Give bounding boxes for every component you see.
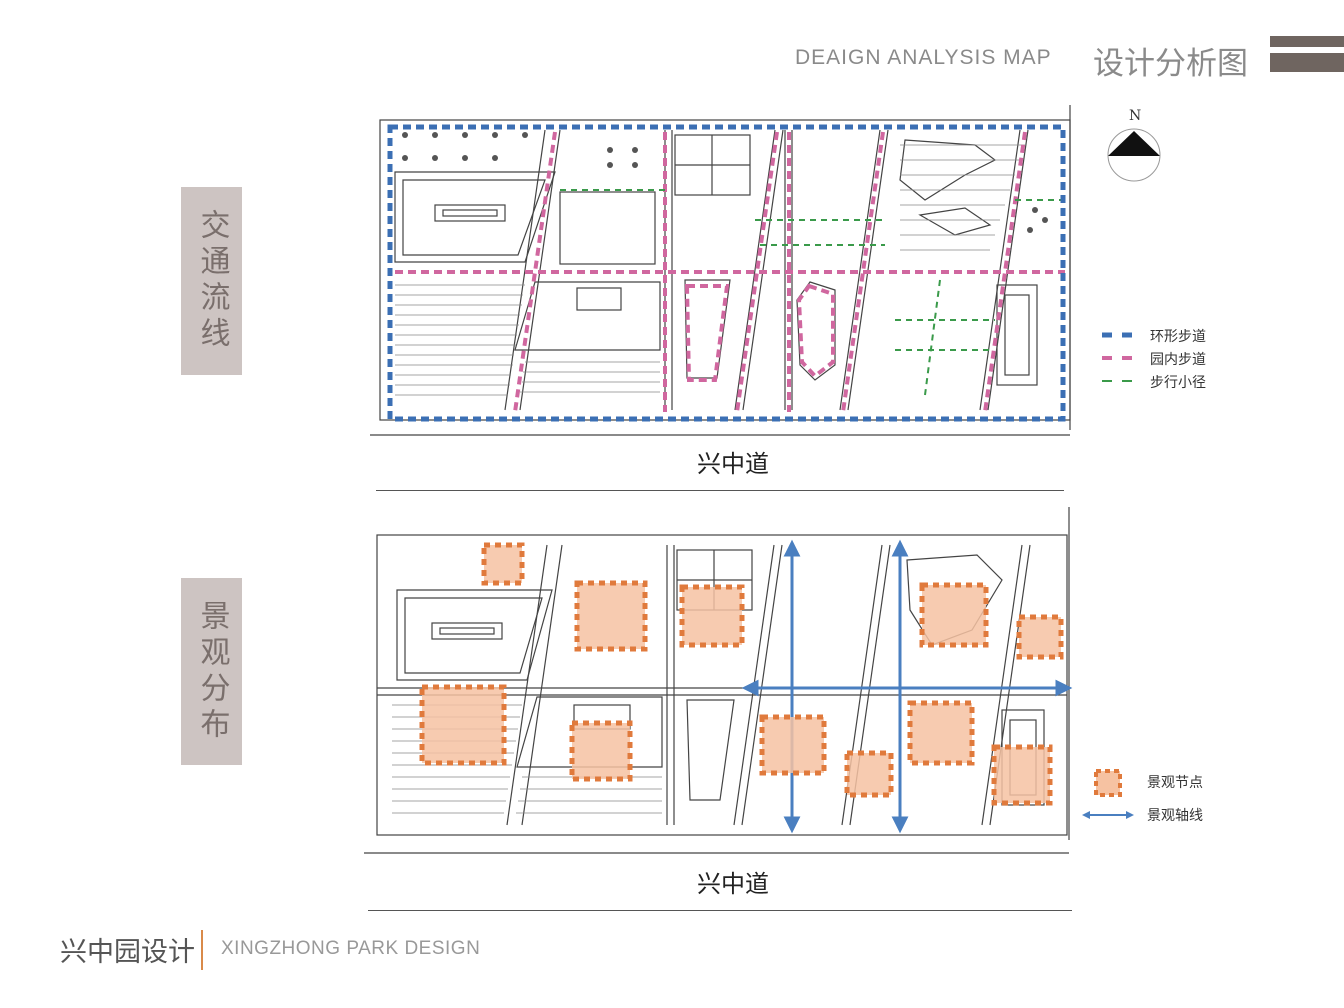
- footer-divider: [201, 930, 203, 970]
- legend-park-path-swatch: [1102, 356, 1138, 360]
- header-bar-bottom: [1270, 53, 1344, 72]
- divider-top: [376, 490, 1064, 491]
- legend-node-label: 景观节点: [1147, 775, 1203, 791]
- compass-icon: [1107, 128, 1161, 182]
- traffic-section-label: 交通流线: [181, 187, 242, 375]
- legend-foot-path-label: 步行小径: [1150, 375, 1206, 391]
- legend-loop-path-label: 环形步道: [1150, 329, 1206, 345]
- legend-axis-swatch: [1082, 811, 1134, 819]
- road-label-top: 兴中道: [697, 450, 769, 478]
- footer-title-en: XINGZHONG PARK DESIGN: [221, 938, 481, 959]
- legend-node-swatch: [1094, 769, 1122, 797]
- divider-bottom: [368, 910, 1072, 911]
- landscape-section-label: 景观分布: [181, 578, 242, 765]
- landscape-plan-map: [364, 507, 1073, 854]
- traffic-plan-map: [370, 105, 1071, 436]
- header-title-en: DEAIGN ANALYSIS MAP: [795, 46, 1052, 69]
- legend-axis-label: 景观轴线: [1147, 808, 1203, 824]
- legend-loop-path-swatch: [1102, 332, 1138, 338]
- header-title-cn: 设计分析图: [1093, 46, 1248, 82]
- legend-foot-path-swatch: [1102, 380, 1138, 382]
- north-label: N: [1129, 108, 1142, 124]
- legend-park-path-label: 园内步道: [1150, 352, 1206, 368]
- header-bar-top: [1270, 36, 1344, 47]
- footer-title-cn: 兴中园设计: [60, 937, 195, 968]
- road-label-bottom: 兴中道: [697, 870, 769, 898]
